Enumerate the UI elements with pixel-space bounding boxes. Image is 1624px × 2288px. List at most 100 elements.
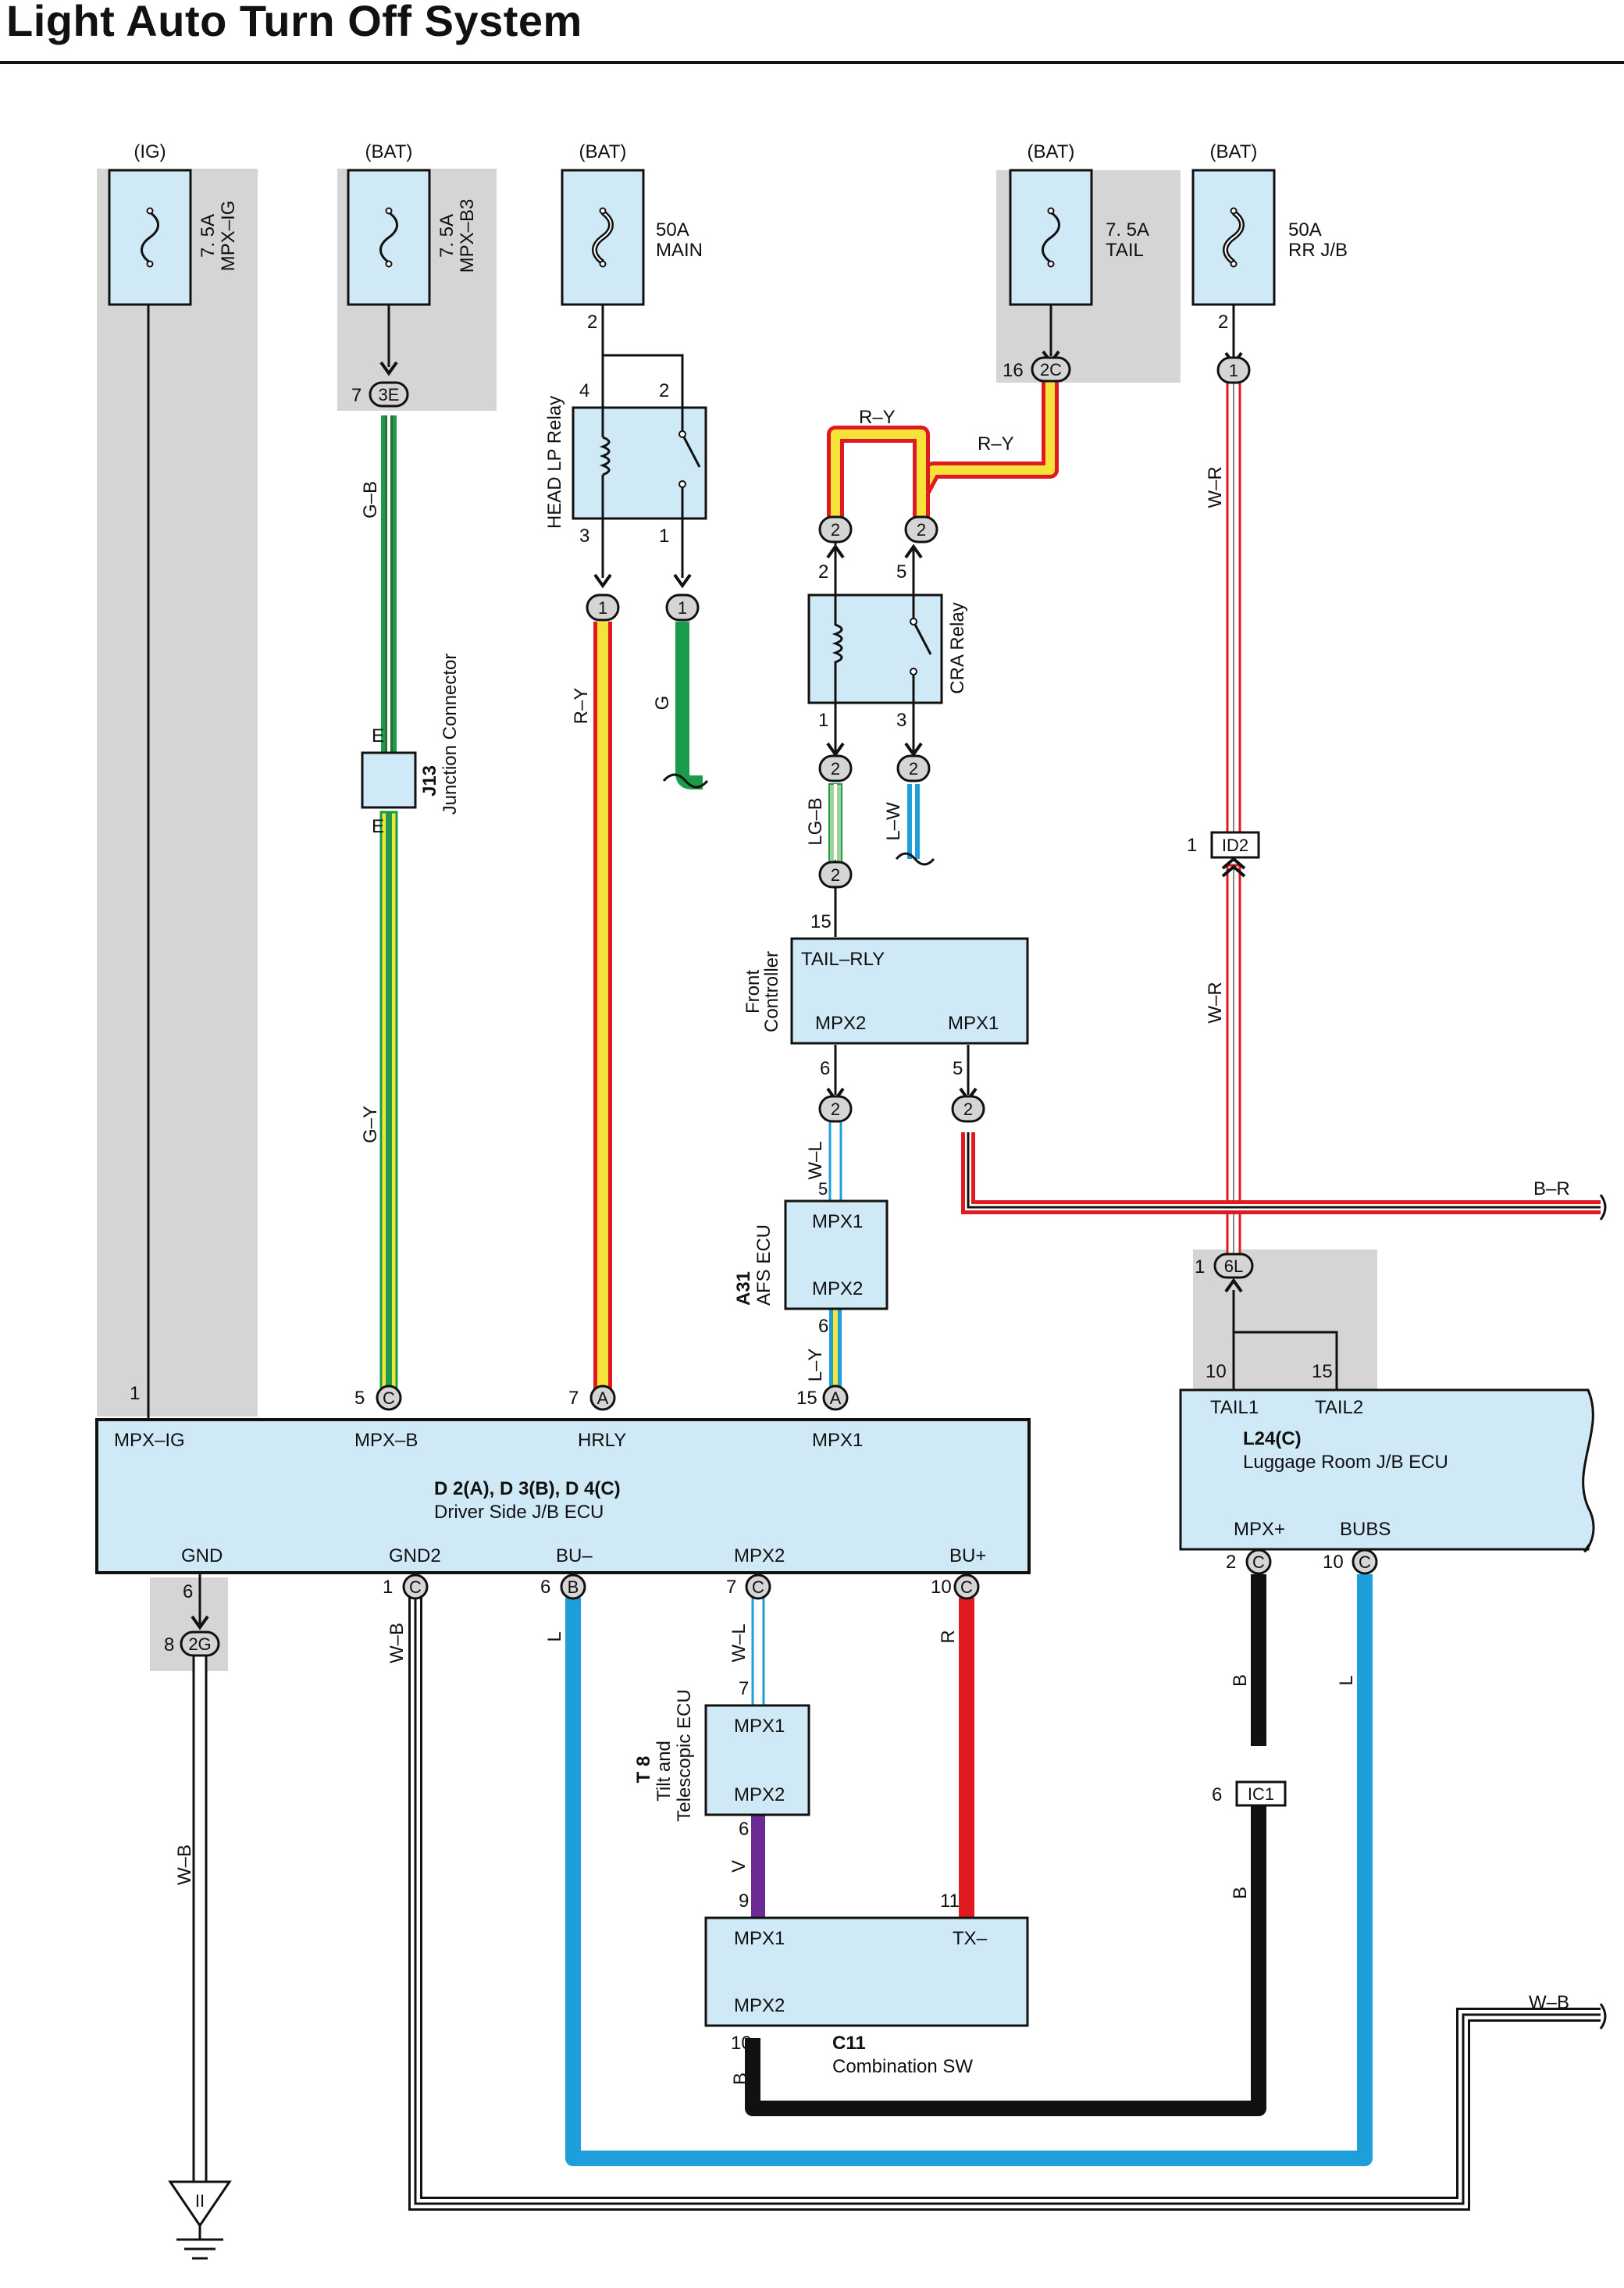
wire-label-wl1: W–L [805, 1141, 826, 1179]
svg-text:1: 1 [598, 598, 607, 618]
wire-label-wl2: W–L [728, 1623, 750, 1662]
svg-text:6: 6 [183, 1581, 193, 1602]
svg-text:Junction Connector: Junction Connector [440, 654, 461, 815]
svg-text:T 8: T 8 [633, 1756, 654, 1784]
wire-wb-gnd [192, 1574, 208, 2183]
svg-text:A: A [597, 1388, 609, 1408]
svg-text:1: 1 [818, 710, 828, 731]
svg-text:15: 15 [796, 1388, 817, 1409]
svg-text:ID2: ID2 [1222, 836, 1248, 855]
wire-label-gy: G–Y [360, 1106, 381, 1143]
svg-text:1: 1 [659, 526, 669, 547]
svg-text:10: 10 [931, 1577, 952, 1598]
svg-text:B: B [568, 1577, 579, 1597]
svg-text:5: 5 [953, 1058, 963, 1079]
svg-text:1: 1 [678, 598, 687, 618]
svg-text:1: 1 [1195, 1256, 1205, 1278]
wire-main-supply [601, 305, 684, 414]
svg-text:MPX–B3: MPX–B3 [457, 199, 478, 273]
pin-afs-5: 5 [818, 1179, 828, 1199]
connector-3E: 3E 7 [351, 361, 409, 408]
svg-text:(BAT): (BAT) [579, 141, 627, 162]
front-controller: TAIL–RLY MPX2 MPX1 Front Controller 6 5 [743, 937, 1029, 1079]
svg-text:1: 1 [383, 1577, 393, 1598]
svg-text:6: 6 [1212, 1784, 1222, 1805]
svg-text:HRLY: HRLY [578, 1430, 626, 1451]
svg-text:MPX1: MPX1 [812, 1211, 863, 1232]
wire-label-wb2: W–B [386, 1623, 408, 1663]
connector-cra-in-b: 2 5 [896, 515, 938, 598]
connector-front-out-a: 2 [818, 1087, 853, 1123]
svg-text:5: 5 [354, 1388, 365, 1409]
wire-label-b2: B [1230, 1887, 1251, 1899]
wire-label-br: B–R [1533, 1178, 1570, 1199]
wire-label-gb: G–B [360, 481, 381, 519]
svg-text:TAIL1: TAIL1 [1210, 1397, 1259, 1418]
svg-text:4: 4 [579, 380, 589, 401]
svg-text:3: 3 [896, 710, 906, 731]
svg-text:D 2(A), D 3(B), D 4(C): D 2(A), D 3(B), D 4(C) [434, 1478, 621, 1499]
wire-wb-break [1599, 2003, 1607, 2030]
pin-main-2: 2 [587, 312, 597, 333]
connector-head-1a: 1 [586, 519, 620, 622]
wire-wl-afs [828, 1045, 842, 1203]
connector-front-out-b: 2 [951, 1087, 985, 1123]
svg-text:MPX2: MPX2 [812, 1278, 863, 1299]
wire-label-ry1: R–Y [571, 688, 592, 725]
ground-symbol: II [168, 2180, 232, 2260]
wire-g-out [662, 622, 709, 789]
head-lp-relay: 4 2 HEAD LP Relay 3 1 [544, 380, 707, 547]
wire-b-combo [745, 1804, 1266, 2116]
svg-text:C: C [383, 1388, 395, 1408]
connector-cra-out-a: 2 [818, 742, 853, 782]
connector-lug-bubs: 10 C [1323, 1548, 1378, 1575]
svg-text:AFS ECU: AFS ECU [753, 1224, 775, 1306]
driver-jb-bottom-pins: 6 1 C 6 B 7 C 10 C [183, 1573, 980, 1602]
wire-label-v: V [728, 1860, 750, 1873]
svg-text:C: C [409, 1577, 422, 1597]
svg-text:MPX+: MPX+ [1234, 1519, 1285, 1540]
svg-text:MAIN: MAIN [656, 240, 703, 261]
svg-text:Controller: Controller [761, 951, 782, 1032]
fuse-tail: (BAT) 7. 5A TAIL [1009, 141, 1149, 306]
svg-text:7: 7 [351, 385, 361, 406]
combination-sw: MPX1 TX– MPX2 10 C11 Combination SW [704, 1916, 1029, 2077]
svg-text:2: 2 [831, 759, 840, 779]
svg-text:TAIL–RLY: TAIL–RLY [801, 949, 885, 970]
connector-lug-mpxp: 2 C [1226, 1548, 1272, 1575]
connector-2C: 2C 16 [1003, 350, 1071, 383]
cra-relay: CRA Relay 1 3 [807, 593, 968, 731]
svg-text:1: 1 [1229, 361, 1238, 380]
shade-ig [97, 169, 258, 1417]
svg-text:16: 16 [1003, 360, 1024, 381]
wire-label-g: G [652, 696, 673, 711]
svg-text:10: 10 [731, 2033, 752, 2054]
fuse-ig: (IG) 7. 5A MPX–IG [108, 141, 239, 306]
svg-text:1: 1 [1187, 835, 1197, 856]
wire-label-l2: L [1336, 1675, 1357, 1685]
wire-luggage-in [1232, 1290, 1338, 1392]
svg-text:L24(C): L24(C) [1243, 1428, 1302, 1449]
wire-ly [829, 1309, 842, 1396]
wire-label-lgb: LG–B [805, 797, 826, 845]
svg-text:MPX2: MPX2 [734, 1545, 785, 1566]
svg-text:CRA Relay: CRA Relay [947, 602, 968, 693]
wire-l-bubs [565, 1574, 1373, 2166]
wire-br-break [1599, 1194, 1607, 1221]
svg-text:MPX1: MPX1 [812, 1430, 863, 1451]
svg-text:C: C [1252, 1552, 1265, 1572]
connector-cra-in-a: 2 2 [818, 515, 853, 598]
svg-text:2: 2 [831, 1099, 840, 1119]
wire-gy [379, 811, 398, 1396]
pin-combo-9: 9 [739, 1891, 749, 1912]
wire-gb [381, 303, 397, 753]
wire-br [961, 1045, 1601, 1214]
svg-text:10: 10 [1323, 1552, 1344, 1573]
svg-text:6: 6 [739, 1819, 749, 1840]
svg-text:(BAT): (BAT) [1210, 141, 1258, 162]
svg-text:TAIL2: TAIL2 [1315, 1397, 1363, 1418]
wire-wl-tilt [751, 1596, 765, 1710]
wire-label-wr2: W–R [1205, 982, 1226, 1023]
svg-text:J13: J13 [419, 765, 440, 797]
